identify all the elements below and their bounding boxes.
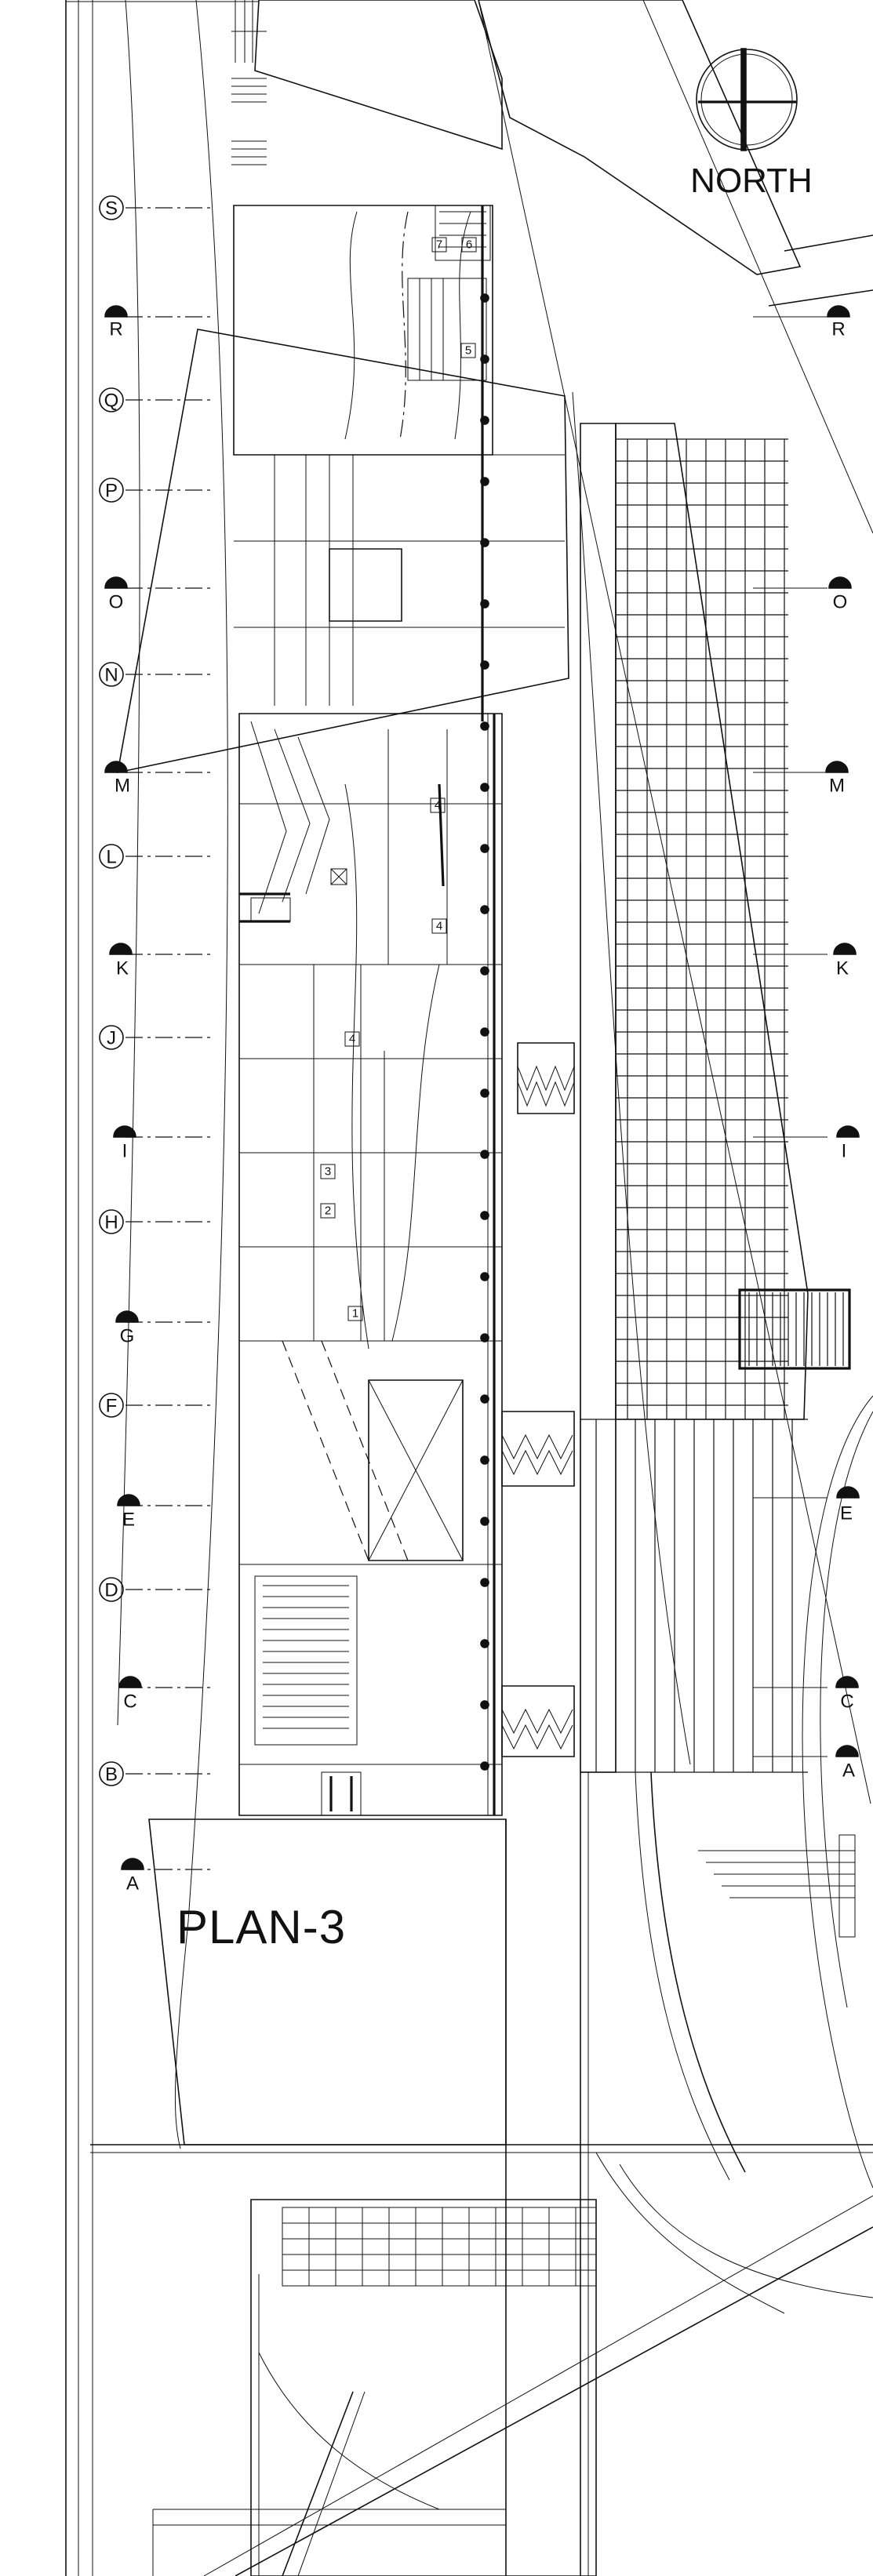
grid-bubble-S: S	[100, 196, 123, 220]
grid-marker-right-R: R	[828, 306, 849, 340]
svg-text:4: 4	[349, 1033, 355, 1046]
north-arrow: NORTH	[690, 49, 813, 200]
north-label: NORTH	[690, 162, 813, 200]
svg-text:3: 3	[325, 1165, 331, 1179]
grid-marker-right-E: E	[837, 1487, 859, 1524]
svg-text:A: A	[126, 1873, 139, 1895]
svg-text:J: J	[107, 1028, 116, 1049]
grid-marker-G: G	[116, 1311, 138, 1347]
svg-text:7: 7	[436, 238, 442, 252]
grid-marker-right-K: K	[834, 943, 856, 979]
sheet-border	[66, 0, 259, 2576]
grid-marker-C: C	[119, 1677, 141, 1713]
svg-text:B: B	[105, 1764, 118, 1786]
bottom-structure	[153, 2200, 596, 2576]
svg-text:A: A	[842, 1760, 855, 1782]
grid-marker-I: I	[114, 1126, 136, 1162]
room-tag: 3	[321, 1164, 335, 1179]
bridges	[502, 1043, 574, 1757]
svg-text:4: 4	[436, 920, 442, 933]
grid-marker-right-C: C	[836, 1677, 858, 1713]
svg-text:P: P	[105, 481, 118, 502]
svg-text:5: 5	[465, 344, 471, 358]
grid-marker-M: M	[105, 761, 130, 797]
svg-text:6: 6	[466, 238, 472, 252]
grid-marker-E: E	[118, 1495, 140, 1531]
grid-bubble-N: N	[100, 663, 123, 686]
svg-text:C: C	[840, 1691, 853, 1713]
svg-text:K: K	[116, 958, 129, 979]
svg-text:C: C	[123, 1691, 136, 1713]
svg-text:E: E	[122, 1510, 135, 1531]
grid-marker-right-I: I	[837, 1126, 859, 1162]
grid-bubble-L: L	[100, 845, 123, 868]
room-tag: 2	[321, 1204, 335, 1218]
svg-text:D: D	[104, 1580, 118, 1601]
grid-marker-right-A: A	[836, 1746, 858, 1782]
svg-text:G: G	[120, 1326, 135, 1347]
grid-axes	[118, 0, 828, 2149]
grid-marker-right-O: O	[829, 577, 851, 613]
room-tag: 5	[461, 343, 475, 358]
room-tag: 1	[348, 1306, 362, 1321]
svg-text:F: F	[106, 1396, 118, 1417]
svg-text:R: R	[109, 319, 122, 340]
grid-marker-A: A	[122, 1858, 144, 1895]
room-tag: 4	[345, 1032, 359, 1046]
svg-text:4: 4	[435, 799, 441, 812]
room-tag: 7	[432, 238, 446, 252]
room-tag: 6	[462, 238, 476, 252]
svg-text:Q: Q	[104, 391, 119, 412]
grid-bubble-D: D	[100, 1578, 123, 1601]
svg-text:S: S	[105, 198, 118, 220]
svg-text:M: M	[115, 776, 130, 797]
svg-text:O: O	[833, 592, 848, 613]
room-tag: 4	[432, 919, 446, 933]
main-block	[239, 294, 502, 1815]
svg-text:2: 2	[325, 1204, 331, 1218]
grid-bubble-P: P	[100, 478, 123, 502]
lower-plaza: PLAN-3	[90, 1396, 873, 2576]
grid-marker-O: O	[105, 577, 127, 613]
room-tags: 7 6 5 4 4 4 3 2 1	[321, 238, 476, 1321]
svg-text:H: H	[104, 1212, 118, 1234]
drawing-title: PLAN-3	[176, 1901, 346, 1953]
svg-text:M: M	[829, 776, 845, 797]
svg-text:L: L	[106, 847, 116, 868]
svg-text:K: K	[836, 958, 849, 979]
grid-bubble-H: H	[100, 1210, 123, 1234]
grid-bubble-B: B	[100, 1762, 123, 1786]
svg-text:1: 1	[352, 1307, 358, 1321]
grid-bubble-Q: Q	[100, 388, 123, 412]
grid-bubble-F: F	[100, 1393, 123, 1417]
room-tag: 4	[431, 798, 445, 812]
upper-block	[118, 205, 569, 772]
svg-text:I: I	[842, 1141, 847, 1162]
top-plates	[231, 0, 873, 1804]
svg-text:R: R	[831, 319, 845, 340]
plaza-grid	[573, 392, 849, 1772]
svg-text:N: N	[104, 665, 118, 686]
grid-marker-right-M: M	[826, 761, 848, 797]
grid-marker-K: K	[110, 943, 132, 979]
grid-marker-R: R	[105, 306, 127, 340]
svg-text:I: I	[122, 1141, 128, 1162]
grid-bubble-J: J	[100, 1026, 123, 1049]
svg-text:O: O	[109, 592, 124, 613]
svg-text:E: E	[840, 1503, 853, 1524]
